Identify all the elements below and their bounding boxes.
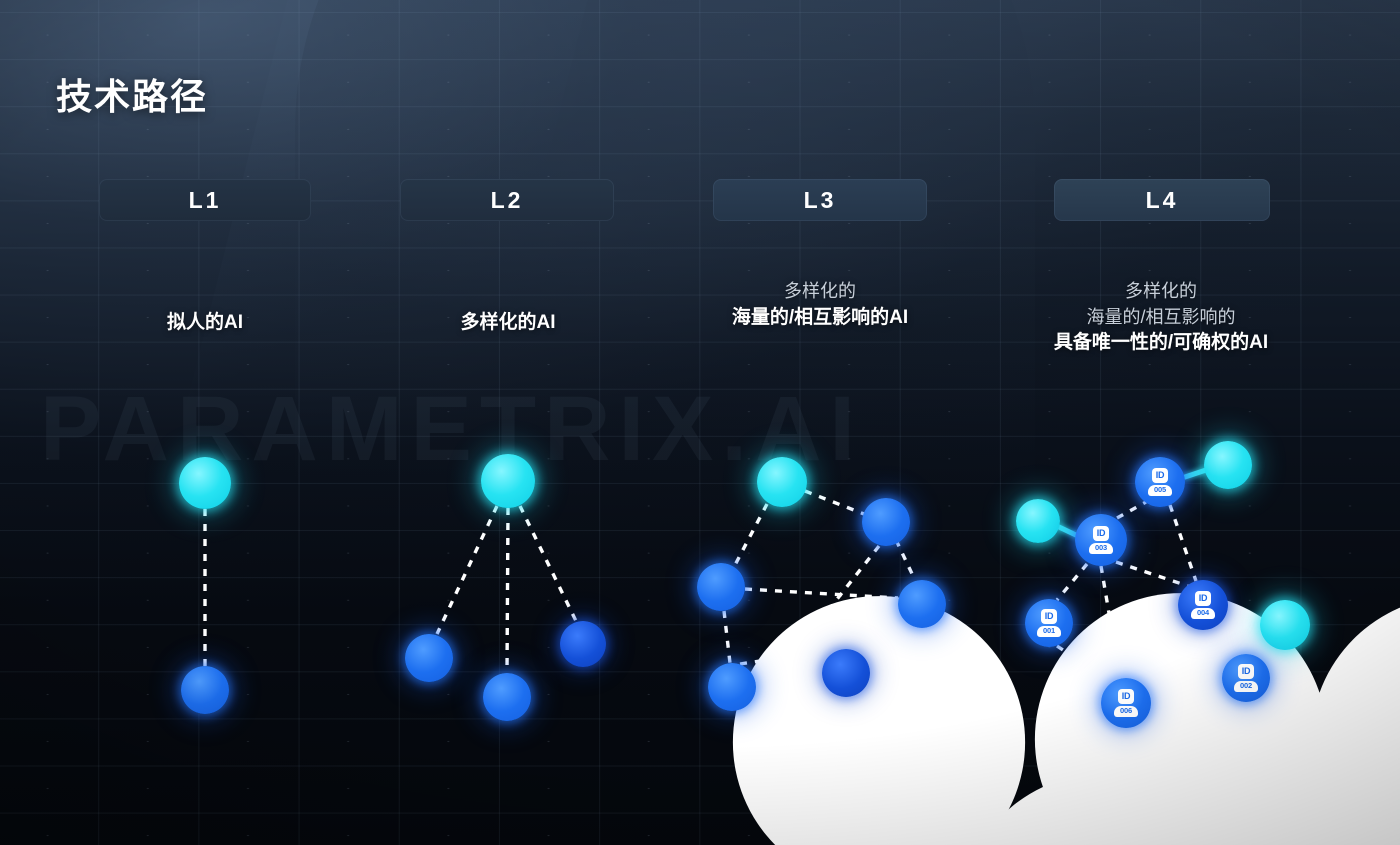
l3-node-a[interactable] — [862, 498, 910, 546]
id-badge-number: 005 — [1148, 484, 1172, 496]
l3-node-hub[interactable] — [757, 457, 1400, 845]
l4-node-person-top[interactable] — [1204, 441, 1252, 489]
l1-node-hub[interactable] — [179, 457, 1026, 845]
id-badge-label: ID — [1238, 664, 1254, 679]
id-badge-number: 002 — [1234, 680, 1258, 692]
l4-node-person-left[interactable] — [1016, 499, 1060, 543]
id-badge-label: ID — [1041, 609, 1057, 624]
id-badge-label: ID — [1152, 468, 1168, 483]
l2-node-b[interactable] — [483, 673, 1276, 845]
id-badge-label: ID — [1093, 526, 1109, 541]
l4-node-person-right[interactable] — [1260, 600, 1310, 650]
l2-node-hub[interactable] — [481, 454, 1328, 845]
l3-node-e[interactable] — [708, 663, 1400, 845]
l1-node-a[interactable] — [181, 666, 982, 845]
id-badge-number: 004 — [1191, 607, 1215, 619]
l2-node-a[interactable] — [405, 634, 1231, 845]
id-badge-label: ID — [1195, 591, 1211, 606]
id-badge-number: 006 — [1114, 705, 1138, 717]
id-badge-number: 001 — [1037, 625, 1061, 637]
l3-node-b[interactable] — [697, 563, 1400, 845]
l2-node-c[interactable] — [560, 621, 1393, 845]
id-badge-number: 003 — [1089, 542, 1113, 554]
l3-node-c[interactable] — [898, 580, 946, 628]
id-badge-label: ID — [1118, 689, 1134, 704]
